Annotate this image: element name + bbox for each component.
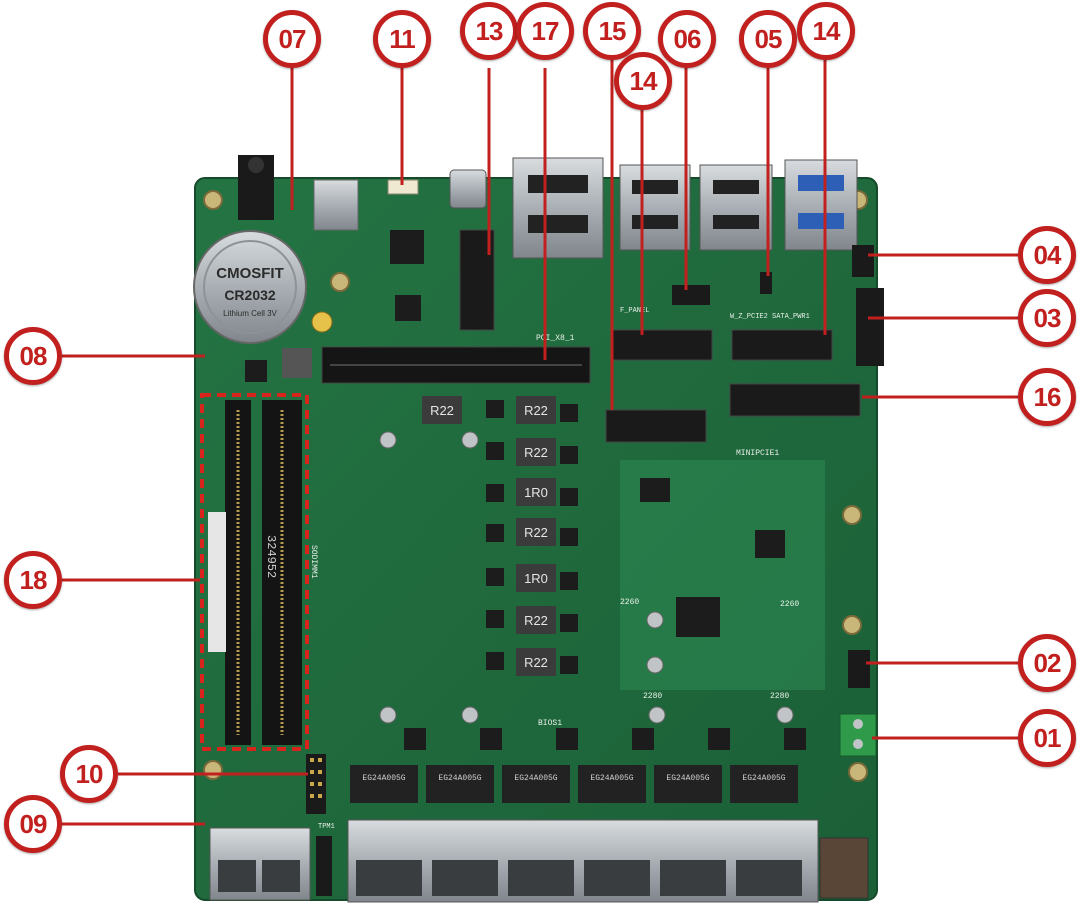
chip (245, 360, 267, 382)
f-panel-header (672, 285, 710, 305)
yellow-capacitor (311, 311, 333, 333)
callout-17: 17 (516, 2, 574, 60)
battery-model: CR2032 (224, 287, 276, 303)
header-pins (310, 758, 322, 798)
f-panel-label: F_PANEL (620, 307, 649, 315)
battery-note: Lithium Cell 3V (223, 309, 277, 318)
lan-chip-label: EG24A005G (590, 774, 633, 783)
sodimm-label: SODIMM1 (309, 545, 318, 579)
inductor-label: R22 (524, 525, 548, 540)
standoffs (379, 431, 479, 724)
m2-slot-14-right (731, 329, 833, 361)
callout-15: 15 (583, 2, 641, 60)
rj45-ports (209, 819, 869, 903)
inductor-label: R22 (524, 613, 548, 628)
chip (395, 295, 421, 321)
m2-slot-14-left (611, 329, 713, 361)
inductor-label: 1R0 (524, 571, 548, 586)
lan-chips (404, 728, 806, 750)
lan-chip-label: EG24A005G (362, 774, 405, 783)
minipcie-slot (729, 383, 861, 417)
battery-brand: CMOSFIT (216, 265, 284, 282)
callout-04: 04 (1018, 226, 1076, 284)
usb-port-4 (784, 159, 858, 251)
usb-port-3 (699, 164, 773, 251)
sim-slot (313, 179, 359, 231)
lan-chip-label: EG24A005G (438, 774, 481, 783)
tpm-header (316, 836, 332, 896)
m2-slot-15 (605, 409, 707, 443)
bios-label: BIOS1 (538, 719, 562, 728)
usb-port-2 (619, 164, 691, 251)
callout-14-right: 14 (797, 2, 855, 60)
chip (755, 530, 785, 558)
callout-07: 07 (263, 10, 321, 68)
audio-jack (238, 155, 274, 220)
cmos-battery: CMOSFIT CR2032 Lithium Cell 3V (193, 230, 307, 344)
usb-header-10 (306, 754, 326, 814)
lan-chip-label: EG24A005G (514, 774, 557, 783)
sata-label: W_Z_PCIE2 SATA_PWR1 (730, 313, 810, 321)
chip (640, 478, 670, 502)
m2-2260-right: 2260 (780, 600, 799, 609)
callout-02: 02 (1018, 634, 1076, 692)
sodimm-slots: 324952 SODIMM1 (208, 400, 318, 745)
callout-06: 06 (658, 10, 716, 68)
inductor-label: R22 (524, 445, 548, 460)
sata-connector (856, 288, 884, 366)
lan-chip-label: EG24A005G (742, 774, 785, 783)
callout-03: 03 (1018, 289, 1076, 347)
callout-10: 10 (60, 745, 118, 803)
sodimm-code: 324952 (264, 535, 278, 578)
sodimm-highlight (200, 393, 309, 751)
callout-18: 18 (4, 551, 62, 609)
usb-port-1 (512, 157, 604, 259)
inductor-label: R22 (430, 403, 454, 418)
callout-14-left: 14 (614, 52, 672, 110)
pcie-label: PCI_X8_1 (536, 334, 575, 343)
chip (676, 597, 720, 637)
pin-header-02 (848, 650, 870, 688)
lan-chip-label: EG24A005G (666, 774, 709, 783)
leader-lines (62, 60, 1018, 826)
jumper-05 (760, 272, 772, 294)
inductor-label: R22 (524, 655, 548, 670)
callout-16: 16 (1018, 368, 1076, 426)
callout-13: 13 (460, 2, 518, 60)
callout-09: 09 (4, 795, 62, 853)
mosfets (486, 400, 578, 674)
sata-power-connector (852, 245, 874, 277)
m2-2260-left: 2260 (620, 598, 639, 607)
callout-05: 05 (739, 10, 797, 68)
chip (282, 348, 312, 378)
usb-c-port (449, 169, 487, 209)
inductor-label: R22 (524, 403, 548, 418)
lan-transformers: EG24A005G EG24A005G EG24A005G EG24A005G … (350, 765, 798, 803)
tpm-label: TPM1 (318, 823, 335, 831)
m2-2280-left: 2280 (643, 692, 662, 701)
callout-08: 08 (4, 327, 62, 385)
m2-standoffs (646, 611, 794, 724)
m2-2280-right: 2280 (770, 692, 789, 701)
callout-11: 11 (373, 10, 431, 68)
minipcie-label: MINIPCIE1 (736, 449, 779, 458)
callout-01: 01 (1018, 709, 1076, 767)
inductor-label: 1R0 (524, 485, 548, 500)
vrm-inductors: R22 R22 R22 1R0 R22 1R0 R22 R22 (422, 396, 556, 676)
chip (390, 230, 424, 264)
